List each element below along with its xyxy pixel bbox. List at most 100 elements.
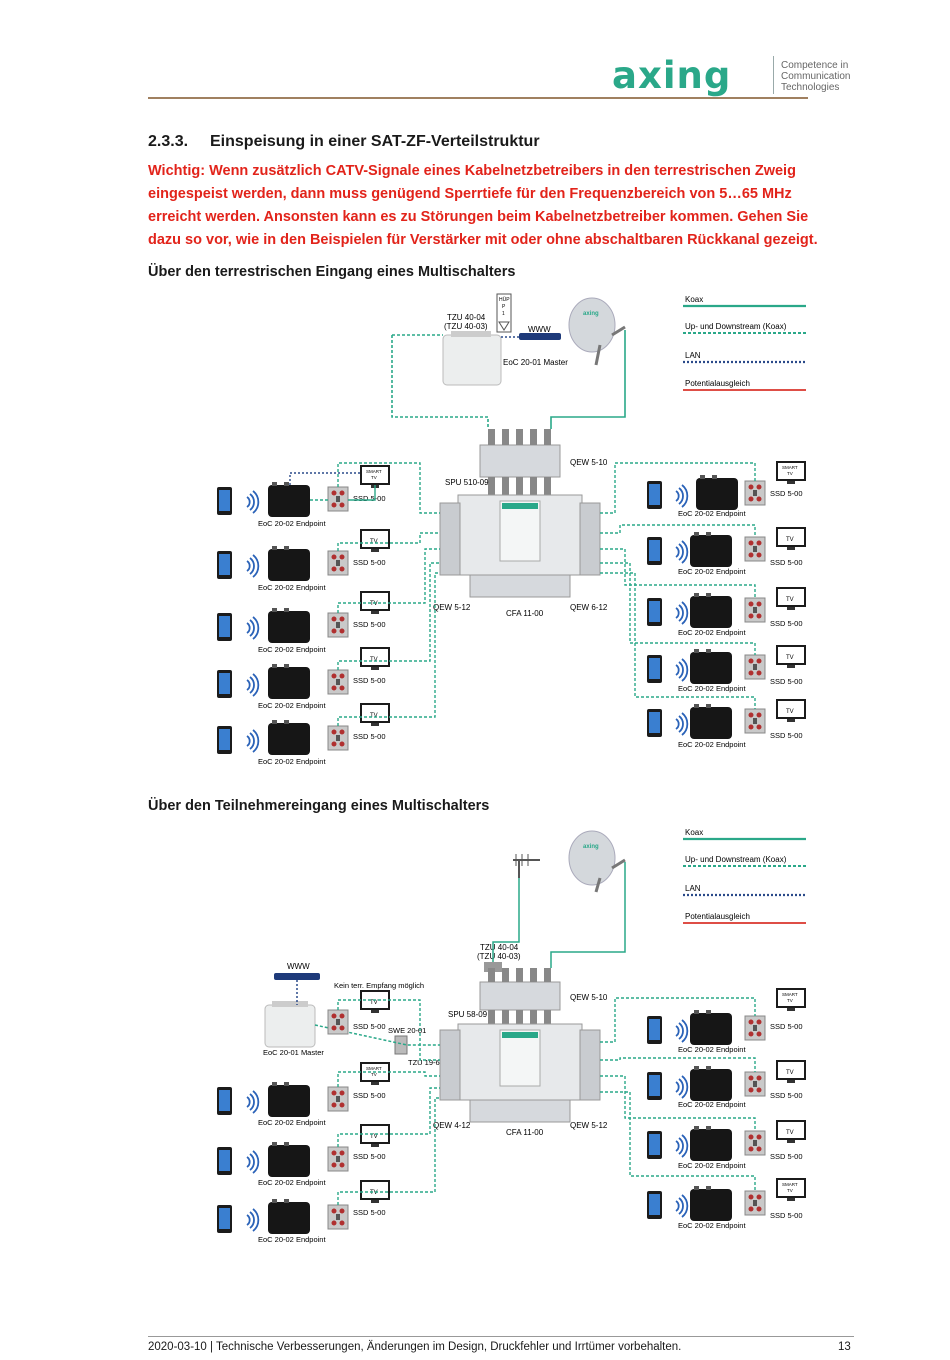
qew-top-label: QEW 5-10 (570, 458, 608, 467)
ssd-label: SSD 5-00 (353, 1022, 386, 1031)
smart-tv-label: TV (371, 1072, 377, 1077)
endpoint-label: EoC 20-02 Endpoint (258, 1118, 326, 1127)
endpoint-label: EoC 20-02 Endpoint (258, 519, 326, 528)
master-device (264, 1001, 316, 1048)
tv-label: TV (370, 601, 378, 607)
smart-tv-label: SMART (782, 992, 798, 997)
tv-label: TV (786, 655, 794, 661)
left-cables (289, 462, 440, 726)
master-label: EoC 20-01 Master (263, 1048, 324, 1057)
legend-coax: Koax (685, 295, 703, 304)
logo: axing (612, 54, 732, 97)
terrestrial-antenna-icon (513, 854, 540, 878)
legend-lan: LAN (685, 351, 701, 360)
diagram2: Koax Up- und Downstream (Koax) LAN Poten… (217, 828, 806, 1244)
satellite-dish-icon: axing (568, 830, 626, 893)
cfa-label: CFA 11-00 (506, 1128, 544, 1137)
footer-text: 2020-03-10 | Technische Verbesserungen, … (148, 1341, 682, 1353)
ssd-label: SSD 5-00 (353, 732, 386, 741)
logo-separator (773, 56, 774, 94)
satellite-dish-icon: axing (568, 297, 626, 366)
qew-top-label: QEW 5-10 (570, 993, 608, 1002)
legend-updown: Up- und Downstream (Koax) (685, 855, 787, 864)
endpoint-label: EoC 20-02 Endpoint (678, 1221, 746, 1230)
tagline-line: Competence in (781, 60, 849, 71)
svg-text:P: P (502, 304, 506, 310)
ssd-label: SSD 5-00 (770, 1022, 803, 1031)
tagline: Competence in Communication Technologies (781, 60, 850, 93)
left-subscribers (217, 465, 390, 755)
ssd-label: SSD 5-00 (353, 620, 386, 629)
endpoint-label: EoC 20-02 Endpoint (678, 740, 746, 749)
ssd-label: SSD 5-00 (770, 489, 803, 498)
svg-text:HÜP: HÜP (499, 296, 510, 303)
cable (550, 330, 626, 429)
swe-label: SWE 20-01 (388, 1026, 426, 1035)
legend-lan: LAN (685, 884, 701, 893)
section-number: 2.3.3. (148, 133, 189, 150)
www-label: WWW (287, 962, 310, 971)
smart-tv-label: SMART (782, 1182, 798, 1187)
endpoint-label: EoC 20-02 Endpoint (258, 757, 326, 766)
ssd-label: SSD 5-00 (353, 1152, 386, 1161)
footer-rule (148, 1336, 854, 1337)
legend-updown: Up- und Downstream (Koax) (685, 322, 787, 331)
right-cables (600, 462, 756, 709)
endpoint-label: EoC 20-02 Endpoint (258, 701, 326, 710)
multiswitch (439, 429, 601, 598)
svg-text:axing: axing (583, 844, 599, 850)
ssd-label: SSD 5-00 (770, 1211, 803, 1220)
endpoint-label: EoC 20-02 Endpoint (678, 1045, 746, 1054)
ssd-label: SSD 5-00 (770, 1091, 803, 1100)
ssd-label: SSD 5-00 (353, 558, 386, 567)
master-device (442, 331, 502, 386)
endpoint-label: EoC 20-02 Endpoint (258, 583, 326, 592)
tv-label: TV (370, 539, 378, 545)
page-number: 13 (838, 1341, 851, 1353)
www-label: WWW (528, 325, 551, 334)
diagram1-heading: Über den terrestrischen Eingang eines Mu… (148, 264, 516, 280)
smart-tv-label: TV (371, 475, 377, 480)
endpoint-label: EoC 20-02 Endpoint (678, 567, 746, 576)
tv-label: TV (370, 1000, 378, 1006)
ssd-label: SSD 5-00 (770, 731, 803, 740)
left-cables (337, 999, 440, 1205)
endpoint-label: EoC 20-02 Endpoint (678, 1100, 746, 1109)
ssd-label: SSD 5-00 (353, 676, 386, 685)
tv-label: TV (786, 1070, 794, 1076)
smart-tv-label: SMART (366, 1066, 382, 1071)
endpoint-label: EoC 20-02 Endpoint (678, 509, 746, 518)
header-rule (148, 97, 808, 99)
ssd-label: SSD 5-00 (770, 558, 803, 567)
tv-label: TV (370, 1190, 378, 1196)
endpoint-label: EoC 20-02 Endpoint (258, 645, 326, 654)
qew-right-label: QEW 5-12 (570, 1121, 608, 1130)
cfa-label: CFA 11-00 (506, 609, 544, 618)
endpoint-label: EoC 20-02 Endpoint (678, 1161, 746, 1170)
ssd-label: SSD 5-00 (770, 1152, 803, 1161)
svg-text:axing: axing (583, 311, 599, 317)
tv-label: TV (786, 537, 794, 543)
ssd-label: SSD 5-00 (770, 619, 803, 628)
ssd-label: SSD 5-00 (353, 1091, 386, 1100)
tv-label: TV (370, 713, 378, 719)
diagram2-heading: Über den Teilnehmereingang eines Multisc… (148, 798, 490, 814)
tagline-line: Communication (781, 71, 851, 82)
tzu-label-alt: (TZU 40-03) (444, 322, 488, 331)
ssd-label: SSD 5-00 (353, 494, 386, 503)
tzu-device (484, 962, 502, 972)
smart-tv-label: TV (787, 471, 793, 476)
swe-device (394, 1035, 408, 1055)
legend-potential: Potentialausgleich (685, 912, 750, 921)
diagram1: Koax Up- und Downstream (Koax) LAN Poten… (217, 293, 806, 766)
smart-tv-label: TV (787, 998, 793, 1003)
smart-tv-label: SMART (782, 465, 798, 470)
router-icon (274, 973, 320, 980)
ssd-label: SSD 5-00 (353, 1208, 386, 1217)
endpoint-label: EoC 20-02 Endpoint (678, 628, 746, 637)
smart-tv-label: TV (787, 1188, 793, 1193)
right-cables (600, 997, 756, 1191)
tzu-label: TZU 40-04 (447, 313, 486, 322)
hup-box: HÜP P 1 (496, 293, 512, 333)
endpoint-label: EoC 20-02 Endpoint (678, 684, 746, 693)
